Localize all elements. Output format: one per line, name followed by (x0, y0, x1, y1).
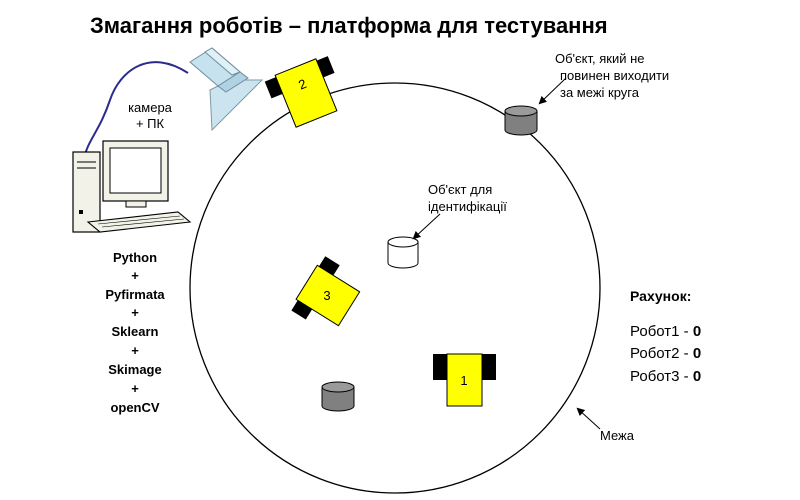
stack-pyfirmata: Pyfirmata (105, 287, 165, 302)
score-row-robot3: Робот3 - 0 (630, 368, 701, 385)
page-title: Змагання роботів – платформа для тестува… (90, 13, 608, 38)
annotation-identify-line2: ідентифікації (428, 199, 507, 214)
robot-3: 3 (291, 256, 361, 327)
stack-plus-1: + (131, 268, 139, 283)
score-row-robot1: Робот1 - 0 (630, 323, 701, 340)
stack-opencv: openCV (110, 400, 159, 415)
annotation-outside-arrow (538, 77, 567, 105)
computer-icon (72, 140, 192, 233)
robot-1: 1 (433, 353, 496, 407)
cylinder-icon-dark-bottom (321, 381, 355, 412)
stack-sklearn: Sklearn (112, 324, 159, 339)
annotation-outside-line1: Об'єкт, який не (555, 51, 645, 66)
annotation-outside-line2: повинен виходити (560, 68, 669, 83)
stack-plus-3: + (131, 343, 139, 358)
annotation-identify-line1: Об'єкт для (428, 182, 492, 197)
robot-3-number: 3 (323, 288, 330, 303)
robot-1-number: 1 (460, 373, 467, 388)
camera-cable (83, 61, 189, 159)
annotation-boundary: Межа (600, 428, 635, 443)
camera-label-line1: камера (128, 100, 173, 115)
camera-label-line2: + ПК (136, 116, 165, 131)
cylinder-icon-white (387, 236, 419, 269)
stack-plus-4: + (131, 381, 139, 396)
camera-icon (189, 47, 264, 132)
stack-plus-2: + (131, 305, 139, 320)
stack-skimage: Skimage (108, 362, 161, 377)
annotation-identify-arrow (412, 213, 441, 240)
cylinder-icon-dark-top (504, 105, 538, 136)
score-title: Рахунок: (630, 288, 691, 304)
annotation-boundary-arrow (576, 407, 601, 430)
annotation-outside-line3: за межі круга (560, 85, 640, 100)
arena-boundary (189, 82, 601, 494)
score-row-robot2: Робот2 - 0 (630, 345, 701, 362)
stack-python: Python (113, 250, 157, 265)
robot-2: 2 (264, 56, 338, 128)
